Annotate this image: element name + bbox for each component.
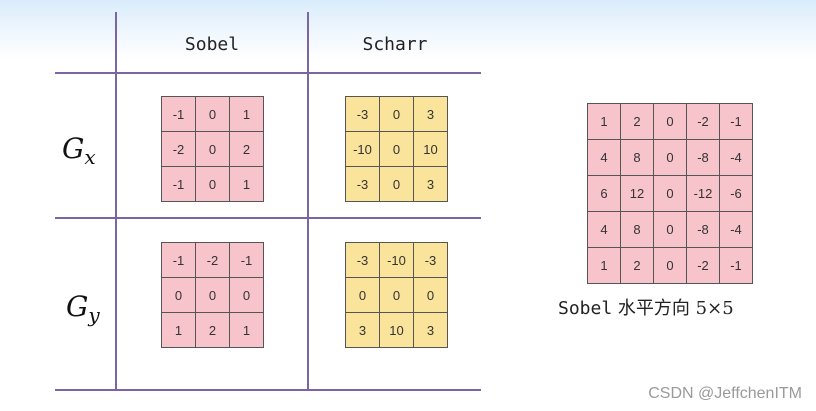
kernel-cell: -2 bbox=[687, 104, 719, 139]
kernel-cell: -1 bbox=[162, 97, 195, 131]
kernel-cell: 3 bbox=[414, 313, 447, 347]
caption-name: Sobel bbox=[558, 298, 613, 319]
gy-subscript: y bbox=[88, 303, 100, 327]
kernel-cell: 0 bbox=[346, 278, 379, 312]
caption-size: 5×5 bbox=[695, 298, 734, 319]
kernel-cell: 0 bbox=[654, 212, 686, 247]
row-divider-line bbox=[55, 217, 481, 219]
kernel-cell: 0 bbox=[380, 132, 413, 166]
kernel-cell: -10 bbox=[346, 132, 379, 166]
kernel-cell: 0 bbox=[162, 278, 195, 312]
kernel-cell: 0 bbox=[654, 248, 686, 283]
kernel-cell: 3 bbox=[346, 313, 379, 347]
kernel-cell: -2 bbox=[196, 243, 229, 277]
kernel-cell: -1 bbox=[162, 167, 195, 201]
kernel-cell: 2 bbox=[230, 132, 263, 166]
kernel-cell: -4 bbox=[720, 212, 752, 247]
kernel-cell: 2 bbox=[621, 104, 653, 139]
kernel-cell: -10 bbox=[380, 243, 413, 277]
kernel-cell: 0 bbox=[654, 176, 686, 211]
kernel-cell: -2 bbox=[687, 248, 719, 283]
kernel-cell: 3 bbox=[414, 167, 447, 201]
watermark: CSDN @JeffchenITM bbox=[648, 385, 802, 402]
kernel-cell: 0 bbox=[380, 97, 413, 131]
kernel-cell: 12 bbox=[621, 176, 653, 211]
kernel-cell: 3 bbox=[414, 97, 447, 131]
kernel-cell: -6 bbox=[720, 176, 752, 211]
kernel-cell: 0 bbox=[196, 132, 229, 166]
kernel-cell: 0 bbox=[380, 278, 413, 312]
kernel-cell: 0 bbox=[196, 167, 229, 201]
kernel-cell: 1 bbox=[162, 313, 195, 347]
kernel-cell: -1 bbox=[720, 248, 752, 283]
kernel-cell: -1 bbox=[230, 243, 263, 277]
kernel-cell: -3 bbox=[414, 243, 447, 277]
kernel-cell: 8 bbox=[621, 140, 653, 175]
kernel-cell: 10 bbox=[414, 132, 447, 166]
gx-subscript: x bbox=[84, 145, 96, 169]
kernel-cell: 0 bbox=[196, 97, 229, 131]
kernel-cell: 2 bbox=[621, 248, 653, 283]
kernel-cell: 0 bbox=[414, 278, 447, 312]
left-vertical-line bbox=[115, 12, 117, 390]
kernel-cell: -2 bbox=[162, 132, 195, 166]
kernel-cell: -8 bbox=[687, 140, 719, 175]
kernel-cell: 0 bbox=[230, 278, 263, 312]
kernel-cell: -3 bbox=[346, 243, 379, 277]
row-header-gx: Gx bbox=[62, 132, 96, 169]
kernel-cell: 6 bbox=[588, 176, 620, 211]
kernel-cell: -1 bbox=[162, 243, 195, 277]
middle-vertical-line bbox=[307, 12, 309, 390]
kernel-cell: 1 bbox=[230, 97, 263, 131]
kernel-cell: 10 bbox=[380, 313, 413, 347]
row-header-gy: Gy bbox=[66, 290, 100, 327]
bottom-line bbox=[55, 389, 481, 391]
kernel-cell: -3 bbox=[346, 167, 379, 201]
gx-base: G bbox=[62, 132, 85, 165]
kernel-cell: -1 bbox=[720, 104, 752, 139]
column-header-sobel: Sobel bbox=[184, 34, 240, 55]
kernel-cell: 0 bbox=[654, 140, 686, 175]
kernel-cell: 0 bbox=[196, 278, 229, 312]
kernel-cell: -3 bbox=[346, 97, 379, 131]
kernel-cell: 0 bbox=[380, 167, 413, 201]
kernel-cell: -8 bbox=[687, 212, 719, 247]
kernel-cell: -12 bbox=[687, 176, 719, 211]
kernel-cell: 8 bbox=[621, 212, 653, 247]
kernel-cell: 4 bbox=[588, 140, 620, 175]
column-header-scharr: Scharr bbox=[362, 34, 428, 55]
kernel-cell: 2 bbox=[196, 313, 229, 347]
kernel-cell: 0 bbox=[654, 104, 686, 139]
caption-direction: 水平方向 bbox=[617, 298, 690, 319]
kernel-cell: 4 bbox=[588, 212, 620, 247]
kernel-cell: 1 bbox=[230, 167, 263, 201]
kernel-cell: 1 bbox=[588, 104, 620, 139]
kernel-cell: 1 bbox=[230, 313, 263, 347]
kernel-cell: -4 bbox=[720, 140, 752, 175]
header-divider-line bbox=[55, 72, 481, 74]
sobel-5x5-caption: Sobel 水平方向 5×5 bbox=[558, 294, 734, 320]
kernel-cell: 1 bbox=[588, 248, 620, 283]
gy-base: G bbox=[66, 290, 89, 323]
